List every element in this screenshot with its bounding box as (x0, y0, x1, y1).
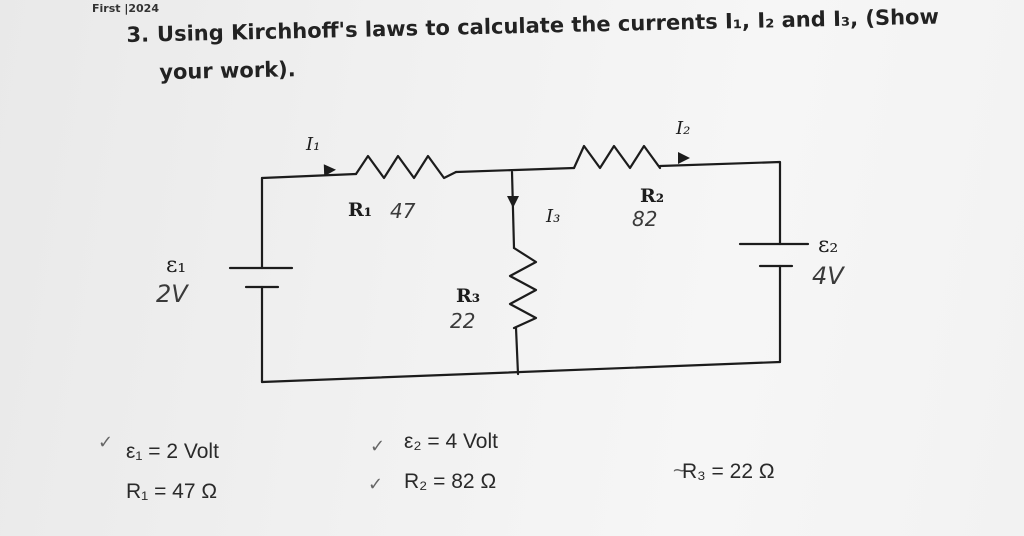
top-wire-left (260, 172, 358, 180)
value-r3: 22 (450, 309, 475, 333)
check-mark-icon: ~ (672, 460, 688, 481)
check-mark-icon: ✓ (98, 432, 114, 453)
middle-wire-top (510, 170, 516, 250)
label-r2: R₂ (640, 185, 664, 207)
resistor-r3 (508, 246, 538, 330)
check-mark-icon: ✓ (370, 436, 386, 457)
arrow-i2 (678, 152, 690, 164)
top-wire-right (658, 160, 782, 246)
given-r2: R₂ = 82 Ω (404, 470, 497, 493)
value-e2: 4V (812, 262, 845, 290)
value-r1: 47 (390, 199, 416, 223)
arrow-i3 (507, 196, 519, 208)
check-mark-icon: ✓ (368, 474, 384, 495)
resistor-r1 (354, 154, 458, 180)
value-e1: 2V (156, 280, 189, 308)
given-emf2: ε₂ = 4 Volt (404, 430, 498, 453)
bottom-wire (260, 360, 782, 384)
given-r1: R₁ = 47 Ω (126, 480, 218, 503)
top-wire-middle (454, 166, 576, 174)
given-r3: R₃ = 22 Ω (682, 460, 775, 483)
value-r2: 82 (632, 207, 657, 231)
label-e2: ε₂ (818, 233, 838, 258)
label-r3: R₃ (456, 285, 480, 307)
label-i1: I₁ (305, 134, 320, 155)
middle-wire-bottom (514, 326, 520, 376)
label-r1: R₁ (348, 199, 372, 221)
resistor-r2 (572, 144, 662, 170)
label-e1: ε₁ (166, 253, 186, 278)
label-i3: I₃ (545, 206, 560, 227)
header-label: First |2024 (92, 2, 159, 15)
arrow-i1 (323, 164, 336, 177)
label-i2: I₂ (675, 118, 690, 139)
given-emf1: ε₁ = 2 Volt (126, 440, 219, 463)
